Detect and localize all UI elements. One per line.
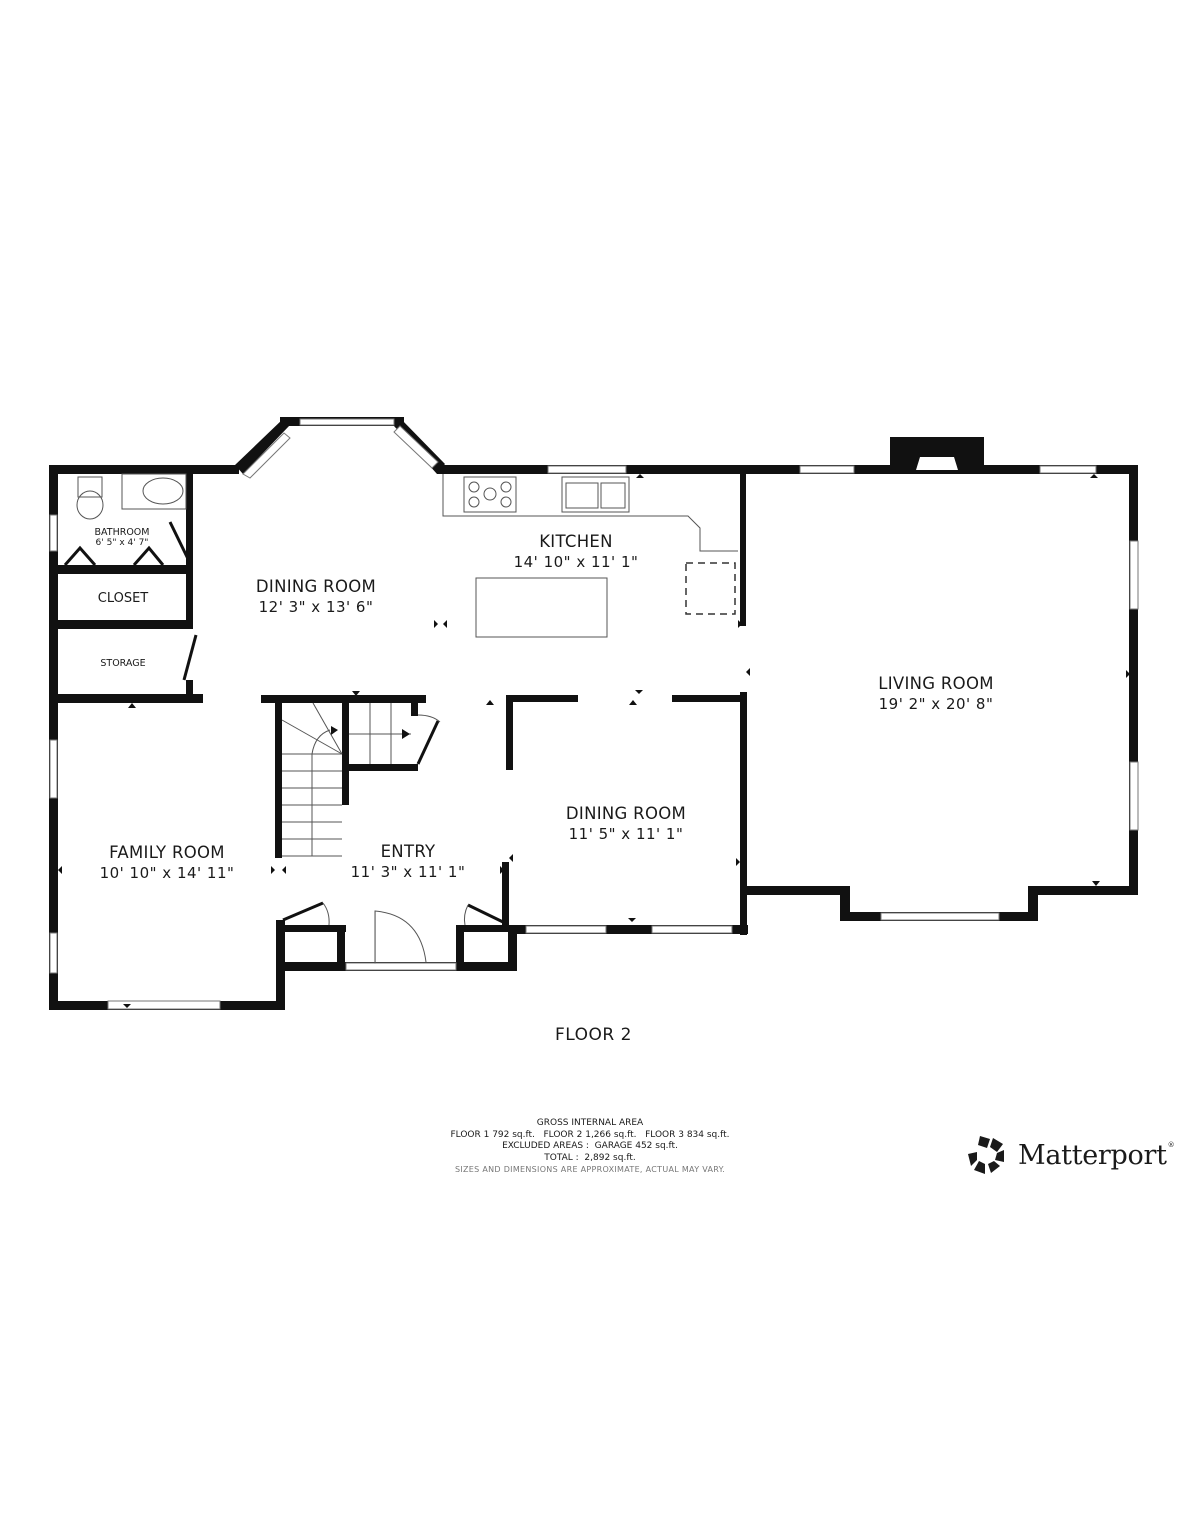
dining-room-2-name: DINING ROOM [566,804,686,823]
living-room-name: LIVING ROOM [878,674,994,693]
dining-room-2-dimensions: 11' 5" x 11' 1" [569,825,684,843]
area-floors: FLOOR 1 792 sq.ft. FLOOR 2 1,266 sq.ft. … [450,1129,730,1140]
kitchen-name: KITCHEN [539,532,613,551]
fixtures [63,473,738,964]
area-excluded: EXCLUDED AREAS : GARAGE 452 sq.ft. [502,1141,678,1151]
area-summary: GROSS INTERNAL AREA FLOOR 1 792 sq.ft. F… [380,1118,800,1176]
bathroom-name: BATHROOM [95,527,150,538]
living-room-dimensions: 19' 2" x 20' 8" [879,695,994,713]
windows [49,418,1139,1010]
room-labels: BATHROOM 6' 5" x 4' 7" CLOSET STORAGE DI… [95,527,994,882]
matterport-logo: Matterport® [966,1133,1175,1177]
closet-name: CLOSET [98,591,149,606]
area-title: GROSS INTERNAL AREA [536,1118,644,1128]
kitchen-dimensions: 14' 10" x 11' 1" [514,553,639,571]
entry-name: ENTRY [381,842,436,861]
area-disclaimer: SIZES AND DIMENSIONS ARE APPROXIMATE, AC… [454,1165,726,1174]
logo-registered: ® [1167,1141,1175,1149]
family-room-name: FAMILY ROOM [109,843,225,862]
markers [58,474,1130,1008]
dining-room-1-dimensions: 12' 3" x 13' 6" [259,598,374,616]
area-total: TOTAL : 2,892 sq.ft. [544,1152,636,1163]
floor-label: FLOOR 2 [555,1025,632,1045]
walls [49,417,1138,1010]
family-room-dimensions: 10' 10" x 14' 11" [100,864,235,882]
dining-room-1-name: DINING ROOM [256,577,376,596]
matterport-logo-icon [968,1136,1004,1174]
bathroom-dimensions: 6' 5" x 4' 7" [96,538,149,548]
logo-text: Matterport [1018,1139,1167,1171]
storage-name: STORAGE [100,658,145,669]
entry-dimensions: 11' 3" x 11' 1" [351,863,466,881]
